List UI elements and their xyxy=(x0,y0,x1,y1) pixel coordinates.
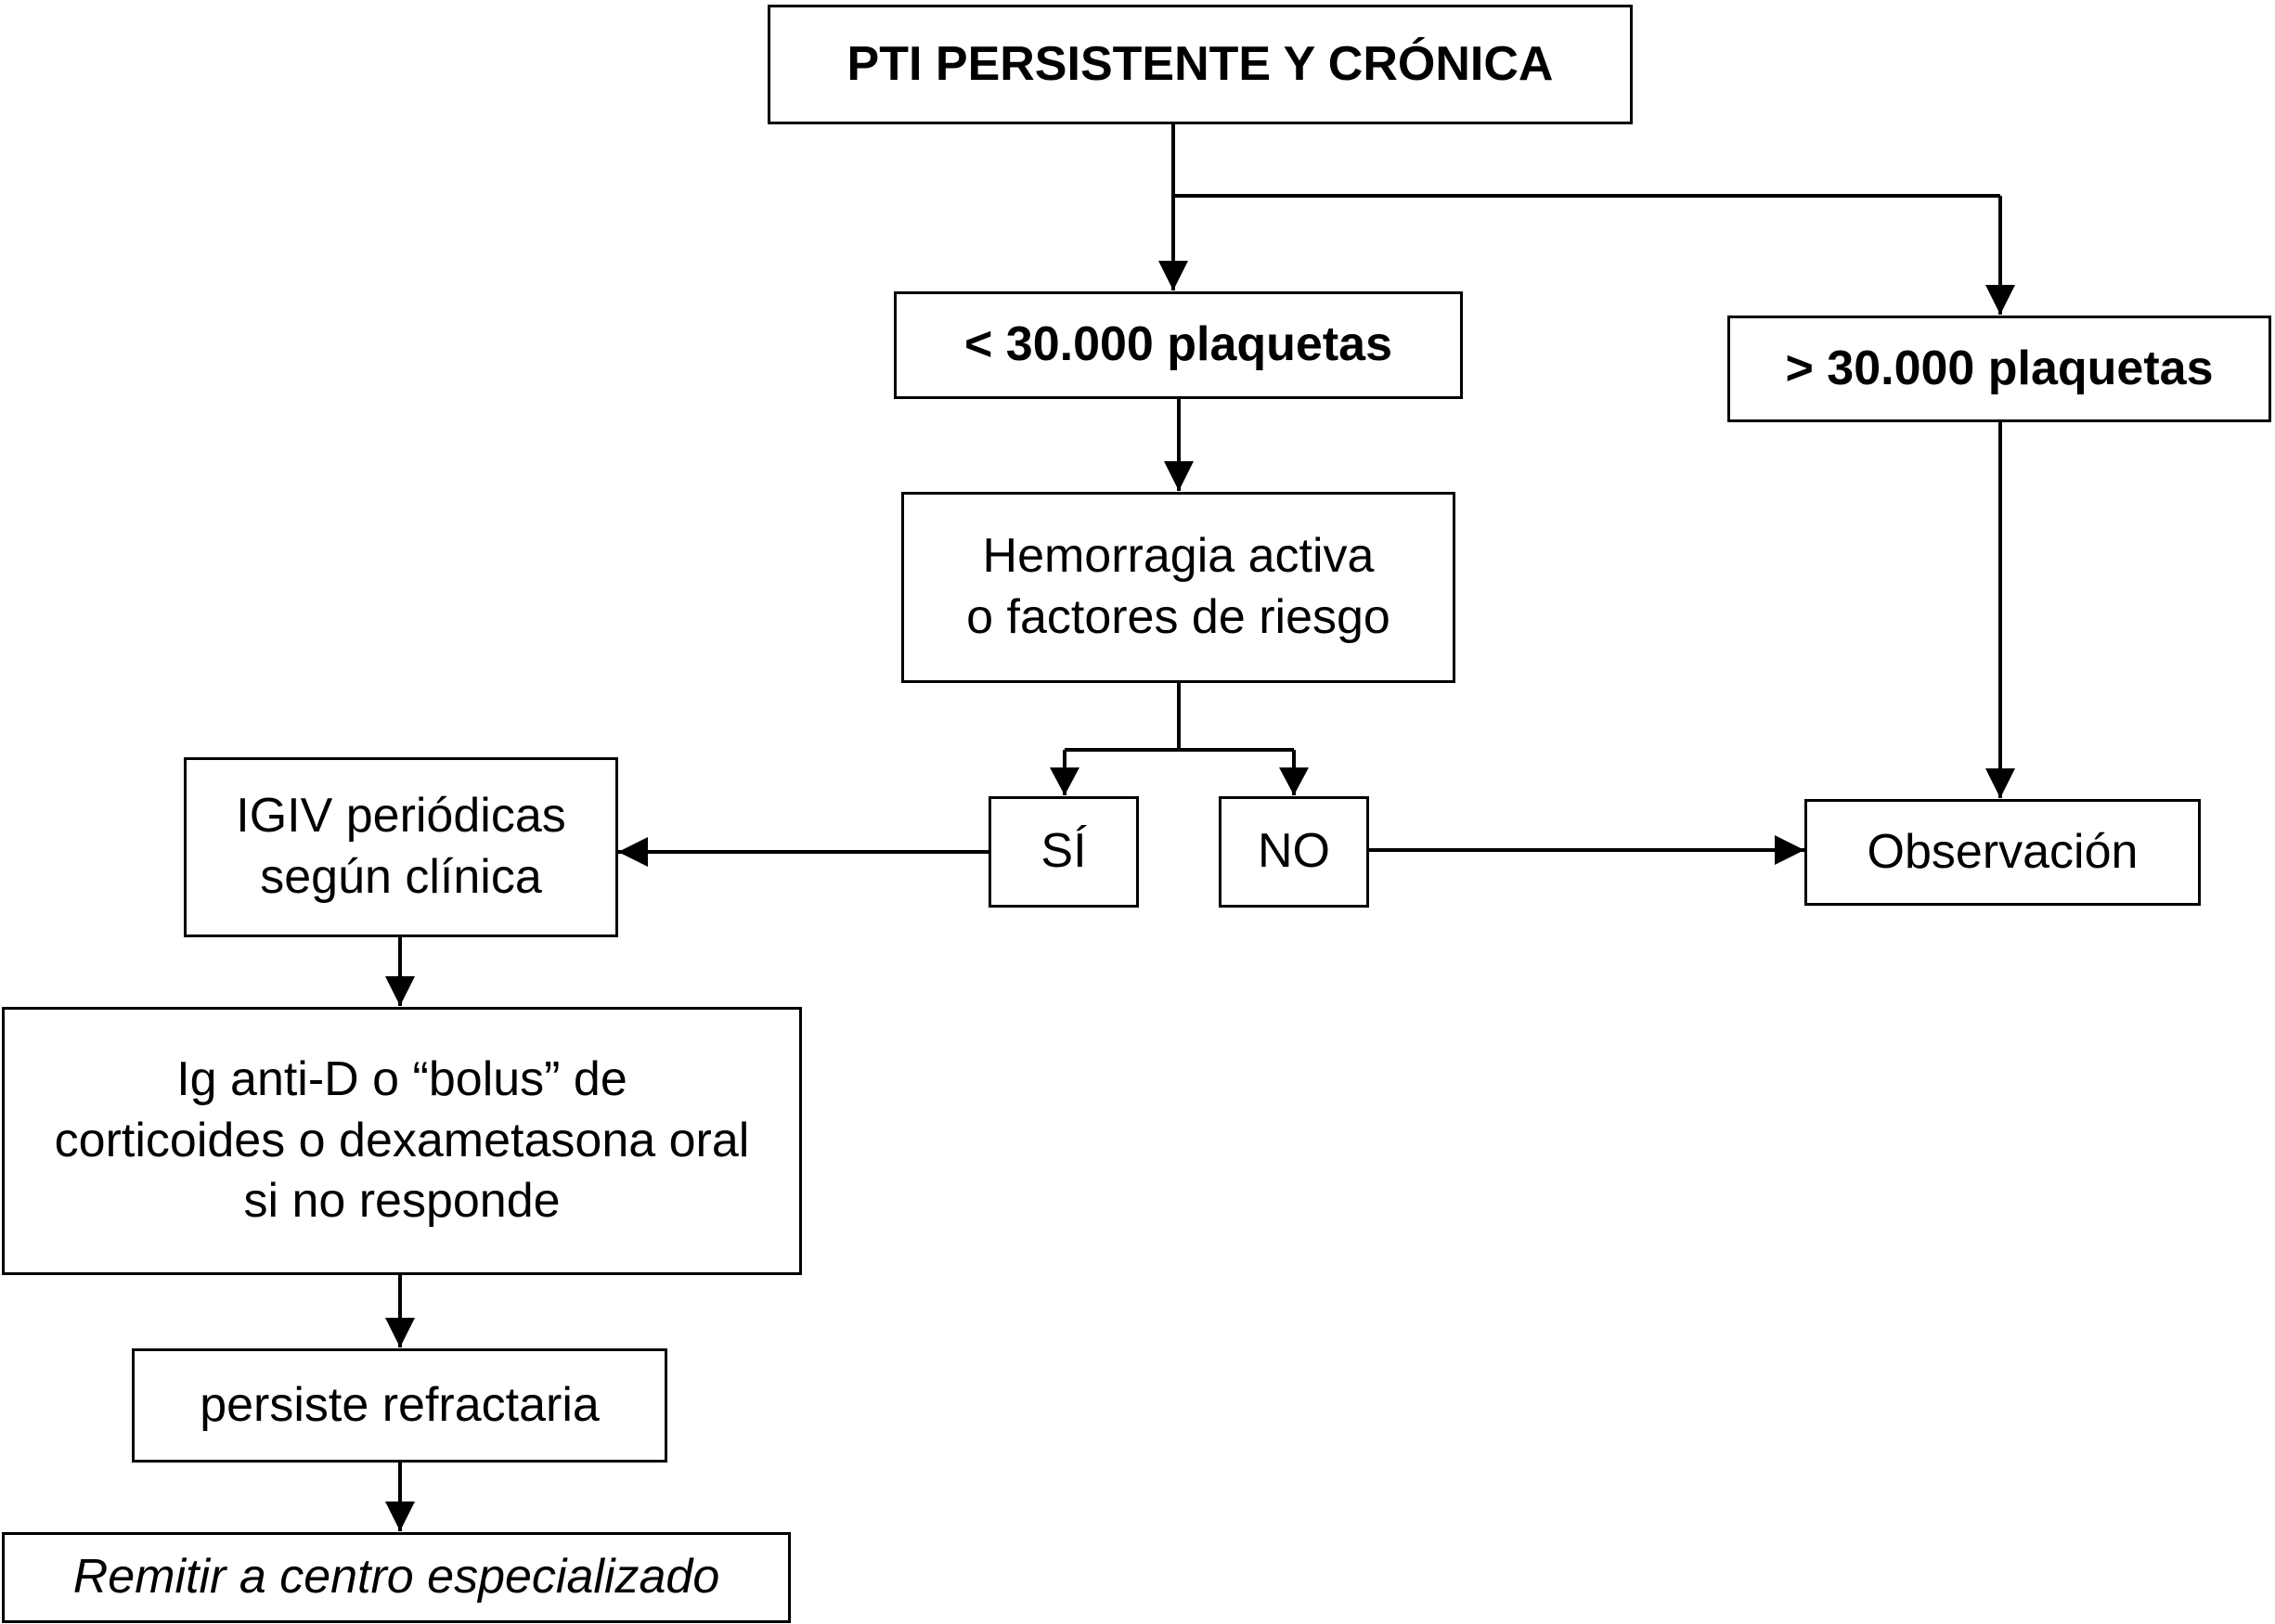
node-refer: Remitir a centro especializado xyxy=(2,1532,791,1623)
node-low-platelets: < 30.000 plaquetas xyxy=(894,291,1463,399)
node-igiv: IGIV periódicas según clínica xyxy=(184,757,618,937)
arrowhead-igiv xyxy=(618,837,648,867)
node-refractory: persiste refractaria xyxy=(132,1348,667,1463)
arrowhead-bleeding xyxy=(1164,461,1194,491)
node-bleeding: Hemorragia activa o factores de riesgo xyxy=(901,492,1455,683)
arrowhead-no xyxy=(1279,767,1309,795)
arrowhead-anti-d xyxy=(385,976,415,1006)
node-root: PTI PERSISTENTE Y CRÓNICA xyxy=(768,5,1633,124)
arrowhead-observation-top xyxy=(1985,768,2015,798)
node-yes: SÍ xyxy=(989,796,1139,908)
node-no: NO xyxy=(1219,796,1369,908)
node-high-platelets: > 30.000 plaquetas xyxy=(1727,316,2271,422)
arrowhead-low-platelets xyxy=(1158,261,1188,290)
arrowhead-yes xyxy=(1050,767,1079,795)
node-anti-d: Ig anti-D o “bolus” de corticoides o dex… xyxy=(2,1007,802,1275)
arrowhead-observation-left xyxy=(1775,835,1804,865)
arrowhead-refer xyxy=(385,1502,415,1531)
arrowhead-high-platelets xyxy=(1985,285,2015,315)
node-observation: Observación xyxy=(1804,799,2201,906)
arrowhead-refractory xyxy=(385,1318,415,1347)
